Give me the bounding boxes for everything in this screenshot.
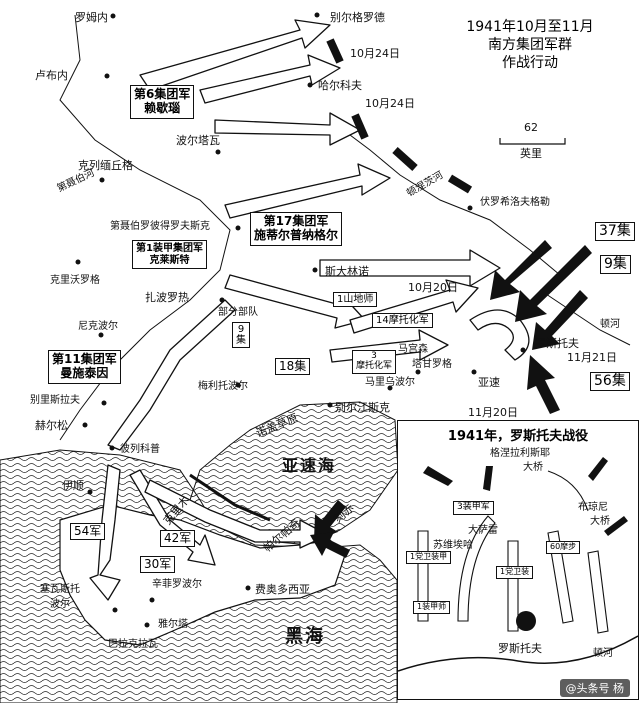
unit-mountain-1: 1山地师 <box>333 292 378 307</box>
unit-corps-42: 42军 <box>160 530 196 548</box>
title-line-1: 1941年10月至11月 <box>466 19 594 35</box>
inset-bridge1-b: 大桥 <box>523 462 543 473</box>
date-1: 10月24日 <box>350 47 400 60</box>
unit-3-suffix: 摩托化军 <box>356 360 393 371</box>
place-balaklava: 巴拉克拉瓦 <box>108 639 158 650</box>
scale-bar <box>499 138 566 145</box>
city-dots <box>75 12 526 628</box>
title-line-2: 南方集团军群 <box>488 37 572 54</box>
scale-unit: 英里 <box>520 147 542 160</box>
army-17-box: 第17集团军 施蒂尔普纳格尔 <box>250 212 343 246</box>
inset-unit-2: 1党卫装甲 <box>406 551 452 564</box>
inset-bridge1-a: 格涅拉利斯耶 <box>490 448 550 459</box>
army-11-commander: 曼施泰因 <box>60 365 109 380</box>
rostov-inset: 1941年，罗斯托夫战役 格涅拉利斯耶 大桥 布琼尼 大桥 3装甲军 1党卫装甲… <box>397 420 639 700</box>
inset-bridge2-a: 布琼尼 <box>578 502 608 513</box>
place-feodosia: 费奥多西亚 <box>255 583 310 596</box>
place-perekop: 彼列科普 <box>120 444 160 455</box>
place-berdyansk: 别尔江斯克 <box>335 401 390 414</box>
place-stalino: 斯大林诺 <box>325 265 369 278</box>
place-poltava: 波尔塔瓦 <box>176 134 220 147</box>
place-krivoy-rog: 克里沃罗格 <box>50 275 100 286</box>
sea-azov-label: 亚速海 <box>282 456 337 475</box>
place-kharkov: 哈尔科夫 <box>318 79 362 92</box>
place-kremenchug: 克列缅丘格 <box>78 159 133 172</box>
date-3: 10月20日 <box>408 281 458 294</box>
place-azov: 亚速 <box>478 376 500 389</box>
place-sevastopol-2: 波尔 <box>50 599 70 610</box>
place-romny: 罗姆内 <box>75 11 108 24</box>
unit-motor-14: 14摩托化军 <box>372 313 433 328</box>
soviet-arrows <box>310 240 592 558</box>
place-berislav: 别里斯拉夫 <box>30 395 80 406</box>
unit-corps-30: 30军 <box>140 556 176 574</box>
unit-parts-label: 部分部队 <box>218 307 258 318</box>
unit-corps-54: 54军 <box>70 523 106 541</box>
title-line-3: 作战行动 <box>502 55 558 72</box>
army-6-commander: 赖歇瑙 <box>144 100 181 115</box>
inset-bridge-area <box>547 470 589 512</box>
inset-label-6: 大萨雷 <box>468 525 498 536</box>
date-4: 11月21日 <box>567 351 617 364</box>
place-melitopol: 梅利托波尔 <box>198 381 248 392</box>
date-2: 10月24日 <box>365 97 415 110</box>
date-5: 11月20日 <box>468 406 518 419</box>
inset-unit-3: 1党卫装 <box>496 566 534 579</box>
place-mius: 马宫森 <box>398 344 428 355</box>
place-belgorod: 别尔格罗德 <box>330 11 385 24</box>
inset-river <box>398 635 638 672</box>
inset-unit-4: 1装甲师 <box>413 601 451 614</box>
unit-9-suffix: 集 <box>236 335 246 346</box>
army-6-name: 第6集团军 <box>134 87 191 101</box>
place-kherson: 赫尔松 <box>35 419 68 432</box>
place-zaporozhye: 扎波罗热 <box>145 291 189 304</box>
unit-3-number: 3 <box>371 351 377 361</box>
place-rostov: 罗斯托夫 <box>535 337 579 350</box>
army-11-box: 第11集团军 曼施泰因 <box>48 350 121 384</box>
place-voroshilovgrad: 伏罗希洛夫格勒 <box>480 197 550 208</box>
don-river <box>539 289 631 346</box>
inset-unit-1: 3装甲军 <box>453 501 494 515</box>
unit-9-number: 9 <box>237 324 245 335</box>
army-17-commander: 施蒂尔普纳格尔 <box>254 227 339 242</box>
crimea-peninsula <box>59 504 346 646</box>
panzer-1-name: 第1装甲集团军 <box>136 243 203 254</box>
inset-unit-5: 60摩步 <box>546 541 581 554</box>
place-simferopol: 辛菲罗波尔 <box>152 579 202 590</box>
place-dnepropetrovsk: 第聂伯罗彼得罗夫斯克 <box>110 221 210 232</box>
inset-label-7: 苏维埃哈 <box>433 540 473 551</box>
army-11-name: 第11集团军 <box>52 352 117 366</box>
panzer-1-commander: 克莱斯特 <box>149 254 190 266</box>
inset-bridge2-b: 大桥 <box>590 516 610 527</box>
inset-title: 1941年，罗斯托夫战役 <box>447 429 589 444</box>
scale-value: 62 <box>524 121 538 134</box>
panzer-1-box: 第1装甲集团军 克莱斯特 <box>132 240 207 269</box>
place-nikopol: 尼克波尔 <box>78 321 118 332</box>
watermark: @头条号 杨 <box>559 679 630 697</box>
arabat-spit <box>189 473 271 522</box>
unit-soviet-9: 9集 <box>600 255 631 275</box>
place-mariupol: 马里乌波尔 <box>365 377 415 388</box>
place-taganrog: 塔甘罗格 <box>412 359 452 370</box>
advance-arrows <box>89 19 530 601</box>
inset-don: 顿河 <box>593 648 613 659</box>
unit-soviet-37: 37集 <box>595 222 635 242</box>
place-yalta: 雅尔塔 <box>158 619 188 630</box>
place-ishun: 伊顺 <box>62 479 84 492</box>
unit-motor-3: 3 摩托化军 <box>352 350 397 374</box>
unit-army-9-soviet: 9 集 <box>232 322 250 348</box>
inset-rostov: 罗斯托夫 <box>498 642 542 655</box>
sea-black-label: 黑海 <box>285 626 325 647</box>
army-17-name: 第17集团军 <box>263 214 329 228</box>
donets-river <box>329 119 561 276</box>
place-don: 顿河 <box>600 319 620 330</box>
unit-army-18: 18集 <box>275 358 311 376</box>
place-sevastopol-1: 塞瓦斯托 <box>40 584 80 595</box>
map-title: 1941年10月至11月 南方集团军群 作战行动 <box>455 18 605 73</box>
unit-soviet-56: 56集 <box>590 372 630 392</box>
place-lubny: 卢布内 <box>35 69 68 82</box>
front-line <box>326 38 473 194</box>
army-6-box: 第6集团军 赖歇瑙 <box>130 85 195 119</box>
